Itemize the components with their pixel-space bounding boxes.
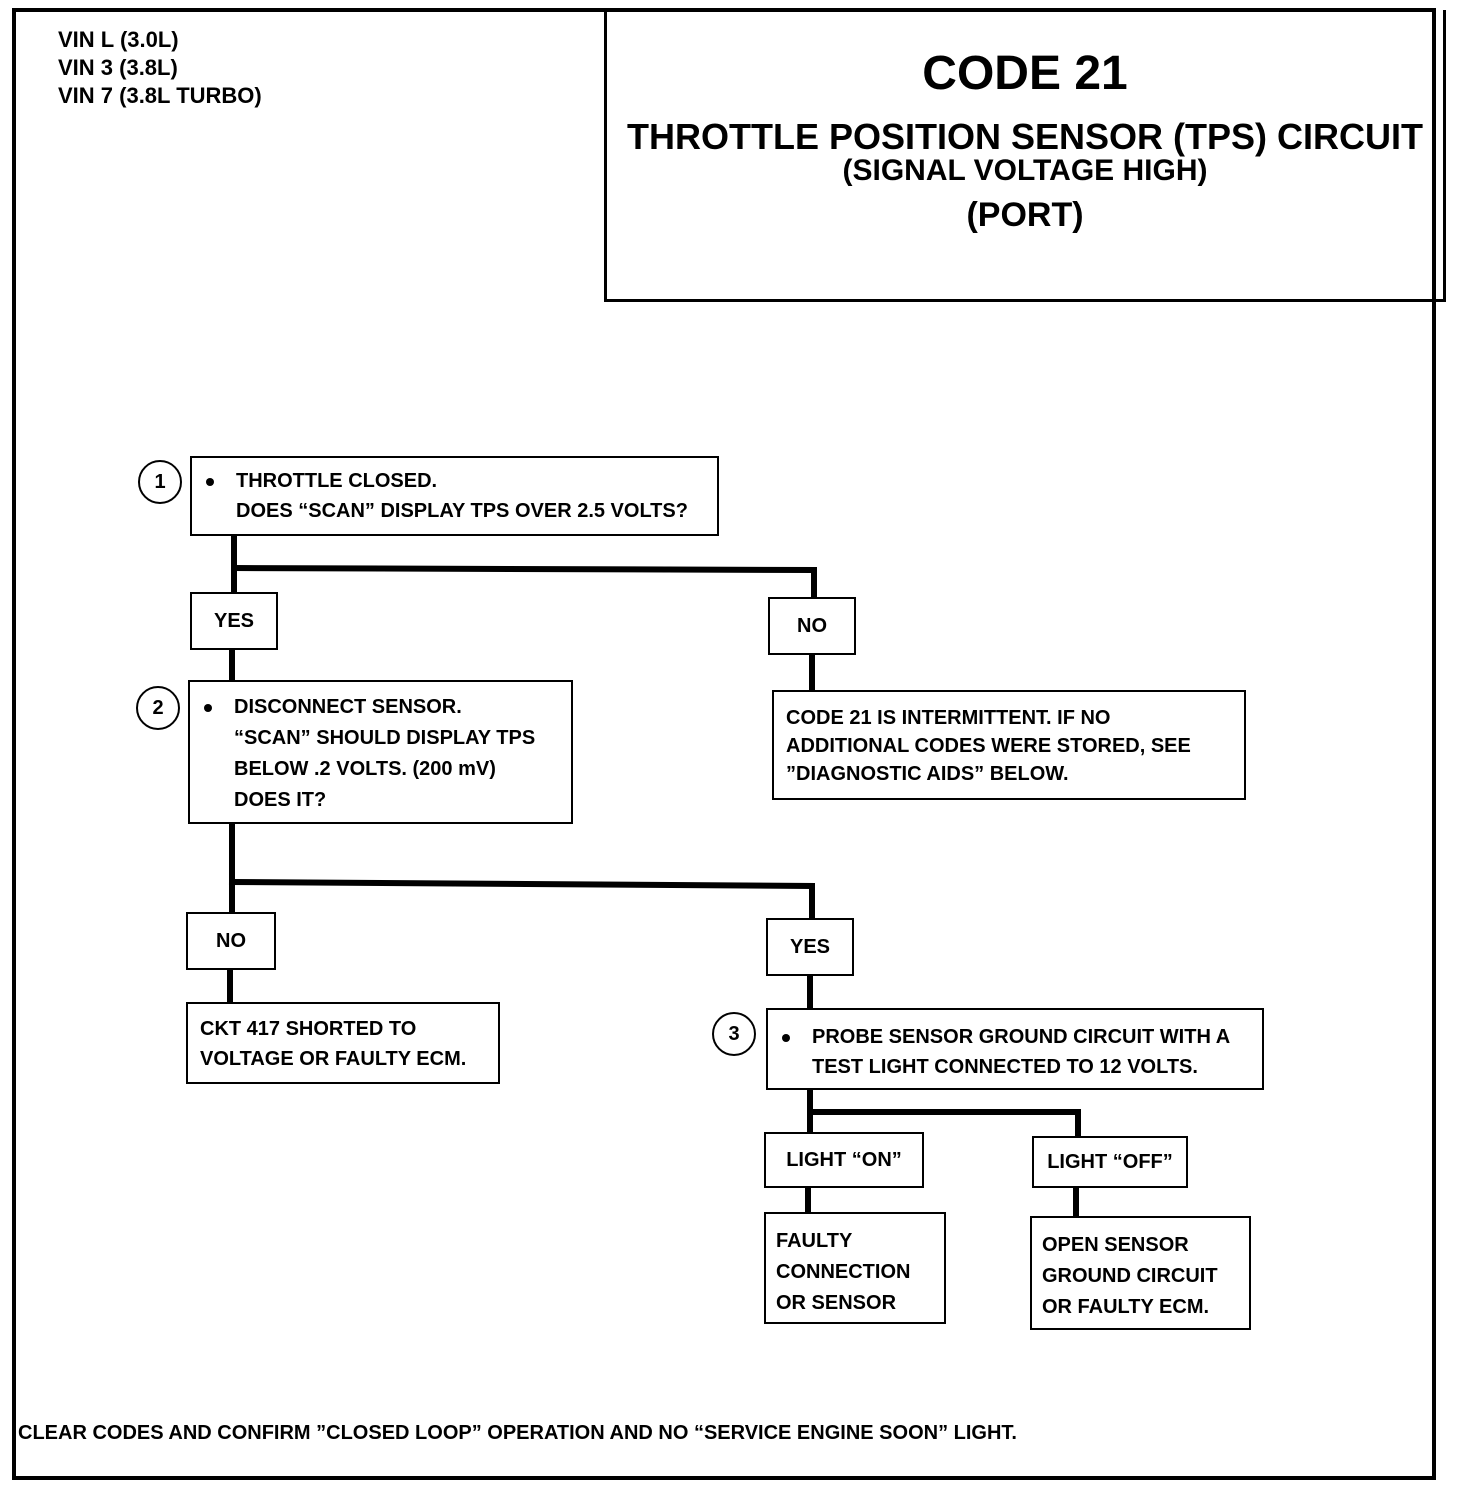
result-line: OR FAULTY ECM. bbox=[1042, 1296, 1210, 1318]
footer-instruction: CLEAR CODES AND CONFIRM ”CLOSED LOOP” OP… bbox=[18, 1422, 1017, 1444]
step-2-line: “SCAN” SHOULD DISPLAY TPS bbox=[234, 727, 536, 749]
result-faulty-connection: FAULTY CONNECTION OR SENSOR bbox=[764, 1212, 946, 1324]
result-open-ground: OPEN SENSOR GROUND CIRCUIT OR FAULTY ECM… bbox=[1030, 1216, 1251, 1330]
result-intermittent: CODE 21 IS INTERMITTENT. IF NO ADDITIONA… bbox=[772, 690, 1246, 800]
step-number-2: 2 bbox=[136, 686, 180, 730]
title-variant: (PORT) bbox=[966, 196, 1084, 234]
step-1-line: DOES “SCAN” DISPLAY TPS OVER 2.5 VOLTS? bbox=[236, 500, 688, 522]
step-1-line: THROTTLE CLOSED. bbox=[236, 470, 438, 492]
step-2-box: DISCONNECT SENSOR. “SCAN” SHOULD DISPLAY… bbox=[188, 680, 573, 824]
title-box: CODE 21 THROTTLE POSITION SENSOR (TPS) C… bbox=[604, 10, 1446, 302]
step-1-box: THROTTLE CLOSED. DOES “SCAN” DISPLAY TPS… bbox=[190, 456, 719, 536]
result-line: CODE 21 IS INTERMITTENT. IF NO bbox=[786, 707, 1111, 729]
result-line: OR SENSOR bbox=[776, 1292, 897, 1314]
title-condition: (SIGNAL VOLTAGE HIGH) bbox=[842, 154, 1208, 187]
step-2-line: BELOW .2 VOLTS. (200 mV) bbox=[234, 758, 496, 780]
connector-step2-yes bbox=[228, 878, 815, 923]
bullet-icon bbox=[206, 478, 214, 486]
result-line: GROUND CIRCUIT bbox=[1042, 1265, 1218, 1287]
code-title: CODE 21 bbox=[922, 47, 1128, 100]
step-1-no-label: NO bbox=[768, 597, 856, 655]
light-off-label: LIGHT “OFF” bbox=[1032, 1136, 1188, 1188]
result-line: CKT 417 SHORTED TO bbox=[200, 1018, 417, 1040]
vin-line: VIN 7 (3.8L TURBO) bbox=[58, 83, 262, 108]
result-ckt417: CKT 417 SHORTED TO VOLTAGE OR FAULTY ECM… bbox=[186, 1002, 500, 1084]
result-line: ADDITIONAL CODES WERE STORED, SEE bbox=[786, 735, 1191, 757]
step-1-yes-label: YES bbox=[190, 592, 278, 650]
step-3-box: PROBE SENSOR GROUND CIRCUIT WITH A TEST … bbox=[766, 1008, 1264, 1090]
step-2-yes-label: YES bbox=[766, 918, 854, 976]
bullet-icon bbox=[204, 704, 212, 712]
title-circuit: THROTTLE POSITION SENSOR (TPS) CIRCUIT bbox=[626, 116, 1423, 157]
step-2-no-label: NO bbox=[186, 912, 276, 970]
result-line: OPEN SENSOR bbox=[1042, 1234, 1189, 1256]
result-line: VOLTAGE OR FAULTY ECM. bbox=[200, 1048, 467, 1070]
result-line: CONNECTION bbox=[776, 1261, 911, 1283]
vin-line: VIN 3 (3.8L) bbox=[58, 55, 178, 80]
connector-step1-no bbox=[230, 564, 817, 601]
step-3-line: TEST LIGHT CONNECTED TO 12 VOLTS. bbox=[812, 1056, 1198, 1078]
step-number-3: 3 bbox=[712, 1012, 756, 1056]
vin-line: VIN L (3.0L) bbox=[58, 27, 179, 52]
step-number-1: 1 bbox=[138, 460, 182, 504]
page-frame bbox=[12, 8, 1436, 1480]
step-2-line: DOES IT? bbox=[234, 789, 327, 811]
bullet-icon bbox=[782, 1034, 790, 1042]
step-3-line: PROBE SENSOR GROUND CIRCUIT WITH A bbox=[812, 1026, 1231, 1048]
step-2-line: DISCONNECT SENSOR. bbox=[234, 696, 462, 718]
result-line: ”DIAGNOSTIC AIDS” BELOW. bbox=[786, 763, 1069, 785]
vin-list: VIN L (3.0L) VIN 3 (3.8L) VIN 7 (3.8L TU… bbox=[58, 26, 262, 110]
connector-step3-off bbox=[807, 1109, 1081, 1141]
result-line: FAULTY bbox=[776, 1230, 853, 1252]
light-on-label: LIGHT “ON” bbox=[764, 1132, 924, 1188]
